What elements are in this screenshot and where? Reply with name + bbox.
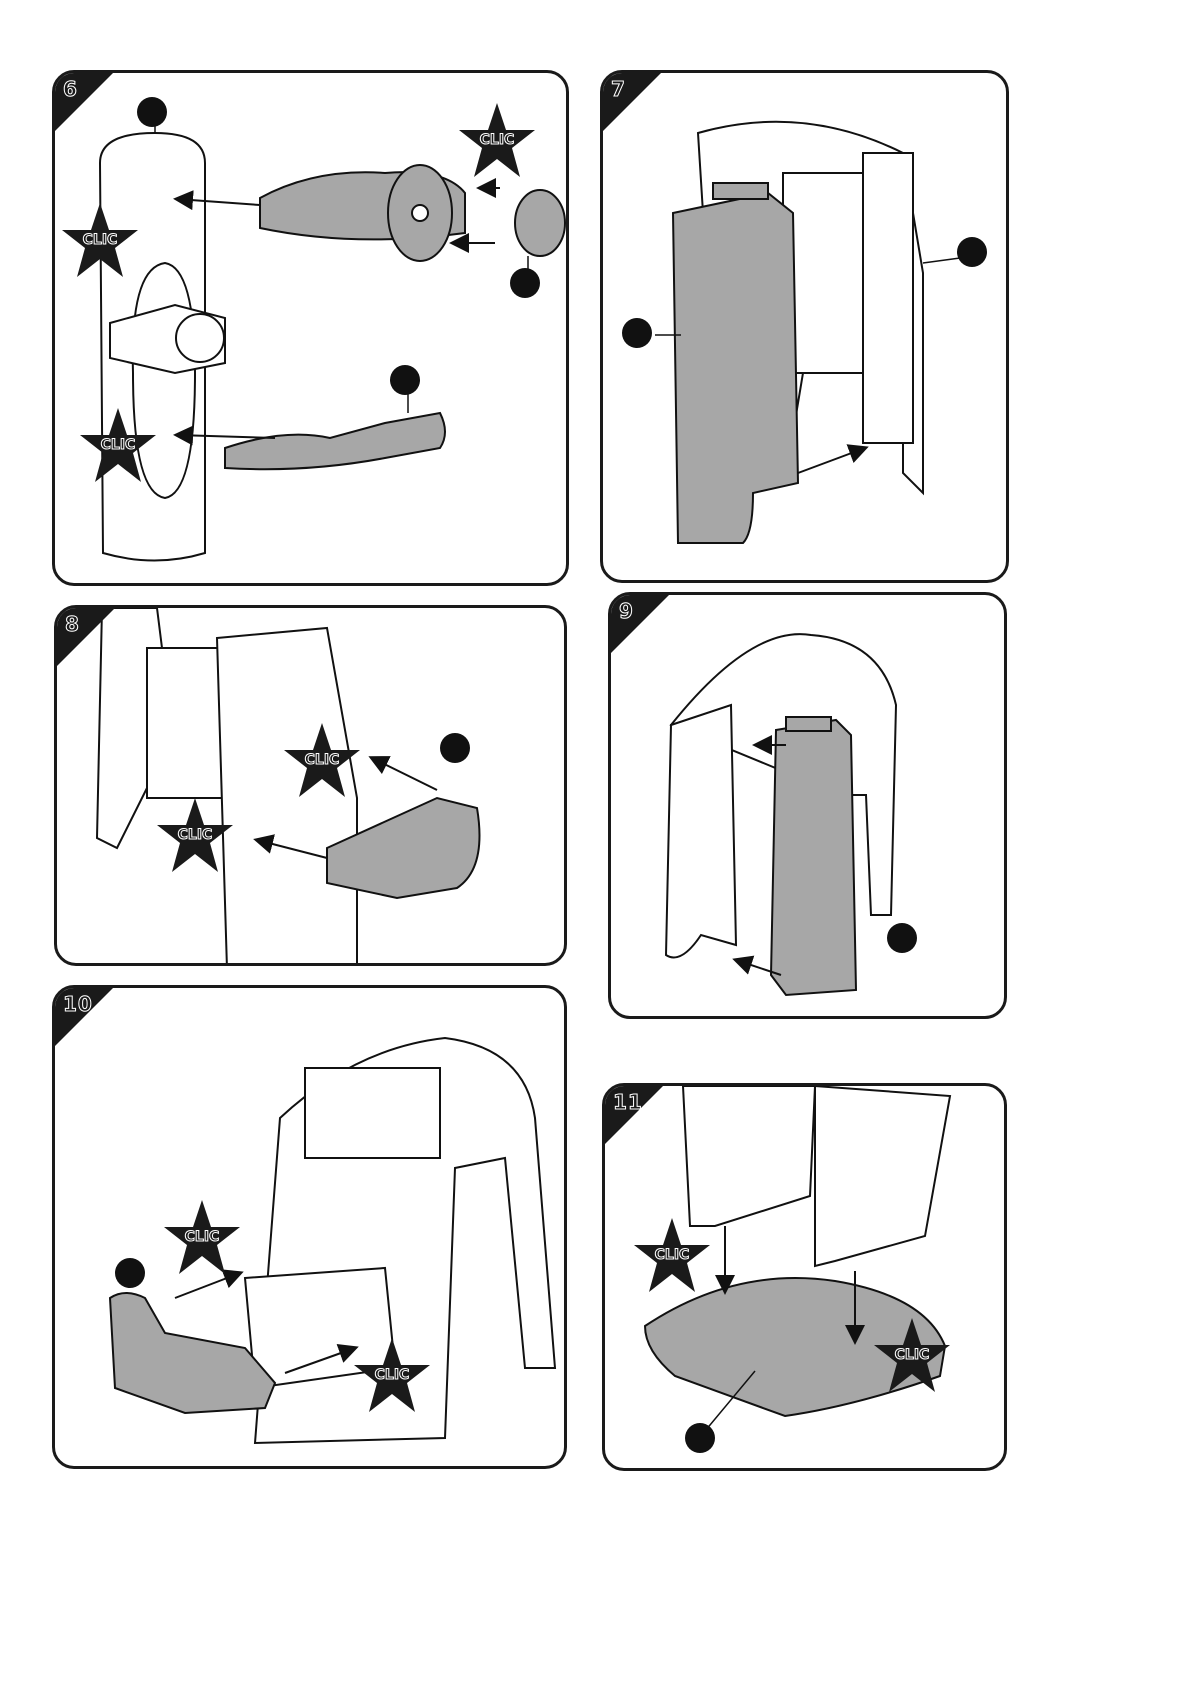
clic-star: CLIC <box>156 796 234 874</box>
part-callout <box>390 365 420 395</box>
part-callout <box>510 268 540 298</box>
part-callout <box>685 1423 715 1453</box>
step-11-panel: 11 <box>602 1083 1007 1471</box>
part-callout <box>440 733 470 763</box>
part-callout <box>622 318 652 348</box>
step-corner-tab <box>605 1086 666 1147</box>
step-number: 11 <box>613 1090 643 1115</box>
step-7-panel: 7 <box>600 70 1009 583</box>
clic-label: CLIC <box>184 1229 220 1246</box>
clic-label: CLIC <box>177 827 213 844</box>
clic-label: CLIC <box>82 232 118 249</box>
clic-star: CLIC <box>283 721 361 799</box>
step-8-illustration <box>95 608 481 963</box>
step-number: 10 <box>63 992 93 1017</box>
step-corner-tab <box>55 988 116 1049</box>
part-callout <box>137 97 167 127</box>
clic-label: CLIC <box>654 1247 690 1264</box>
step-9-panel: 9 <box>608 592 1007 1019</box>
step-corner-tab <box>611 595 672 656</box>
step-7-illustration <box>655 120 961 544</box>
step-corner-tab <box>57 608 118 669</box>
step-11-illustration <box>643 1086 952 1432</box>
part-callout <box>887 923 917 953</box>
step-10-panel: 10 <box>52 985 567 1469</box>
clic-star: CLIC <box>873 1316 951 1394</box>
clic-label: CLIC <box>374 1367 410 1384</box>
clic-label: CLIC <box>304 752 340 769</box>
clic-star: CLIC <box>353 1336 431 1414</box>
step-number: 6 <box>63 77 78 102</box>
step-9-illustration <box>664 633 898 997</box>
part-callout <box>957 237 987 267</box>
clic-star: CLIC <box>79 406 157 484</box>
step-number: 9 <box>619 599 634 624</box>
clic-star: CLIC <box>61 201 139 279</box>
clic-star: CLIC <box>458 101 536 179</box>
clic-star: CLIC <box>163 1198 241 1276</box>
step-corner-tab <box>603 73 664 134</box>
step-corner-tab <box>55 73 116 134</box>
clic-star: CLIC <box>633 1216 711 1294</box>
clic-label: CLIC <box>100 437 136 454</box>
step-number: 8 <box>65 612 80 637</box>
step-number: 7 <box>611 77 626 102</box>
clic-label: CLIC <box>479 132 515 149</box>
step-10-illustration <box>108 1036 557 1445</box>
part-callout <box>115 1258 145 1288</box>
clic-label: CLIC <box>894 1347 930 1364</box>
